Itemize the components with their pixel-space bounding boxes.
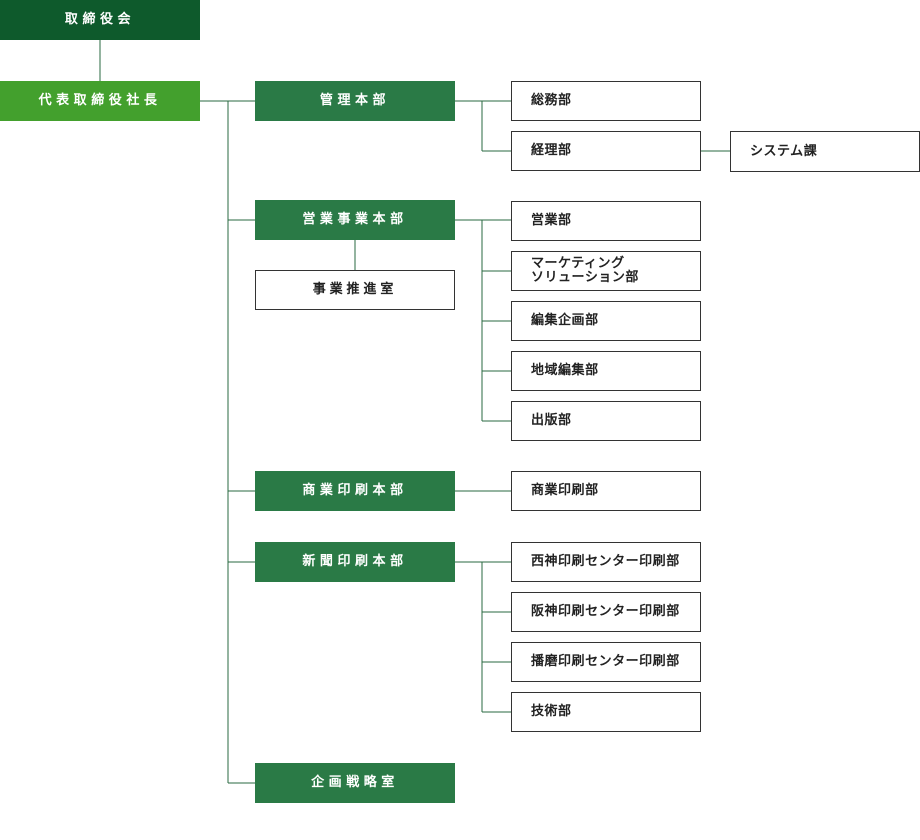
harima-print-dept-box: 播磨印刷センター印刷部 — [511, 642, 701, 682]
editorial-planning-dept-box: 編集企画部 — [511, 301, 701, 341]
commercial-print-division-box: 商業印刷本部 — [255, 471, 455, 511]
sales-division-box: 営業事業本部 — [255, 200, 455, 240]
president-box: 代表取締役社長 — [0, 81, 200, 121]
systems-section-box: システム課 — [730, 131, 920, 172]
newspaper-print-division-box: 新聞印刷本部 — [255, 542, 455, 582]
nishi-kobe-print-dept-box: 西神印刷センター印刷部 — [511, 542, 701, 582]
regional-editorial-dept-box: 地域編集部 — [511, 351, 701, 391]
publishing-dept-box: 出版部 — [511, 401, 701, 441]
marketing-solutions-dept-box: マーケティング ソリューション部 — [511, 251, 701, 291]
general-affairs-dept-box: 総務部 — [511, 81, 701, 121]
technology-dept-box: 技術部 — [511, 692, 701, 732]
hanshin-print-dept-box: 阪神印刷センター印刷部 — [511, 592, 701, 632]
management-division-box: 管理本部 — [255, 81, 455, 121]
board-of-directors-box: 取締役会 — [0, 0, 200, 40]
sales-dept-box: 営業部 — [511, 201, 701, 241]
business-promotion-office-box: 事業推進室 — [255, 270, 455, 310]
planning-office-box: 企画戦略室 — [255, 763, 455, 803]
accounting-dept-box: 経理部 — [511, 131, 701, 171]
commercial-print-dept-box: 商業印刷部 — [511, 471, 701, 511]
